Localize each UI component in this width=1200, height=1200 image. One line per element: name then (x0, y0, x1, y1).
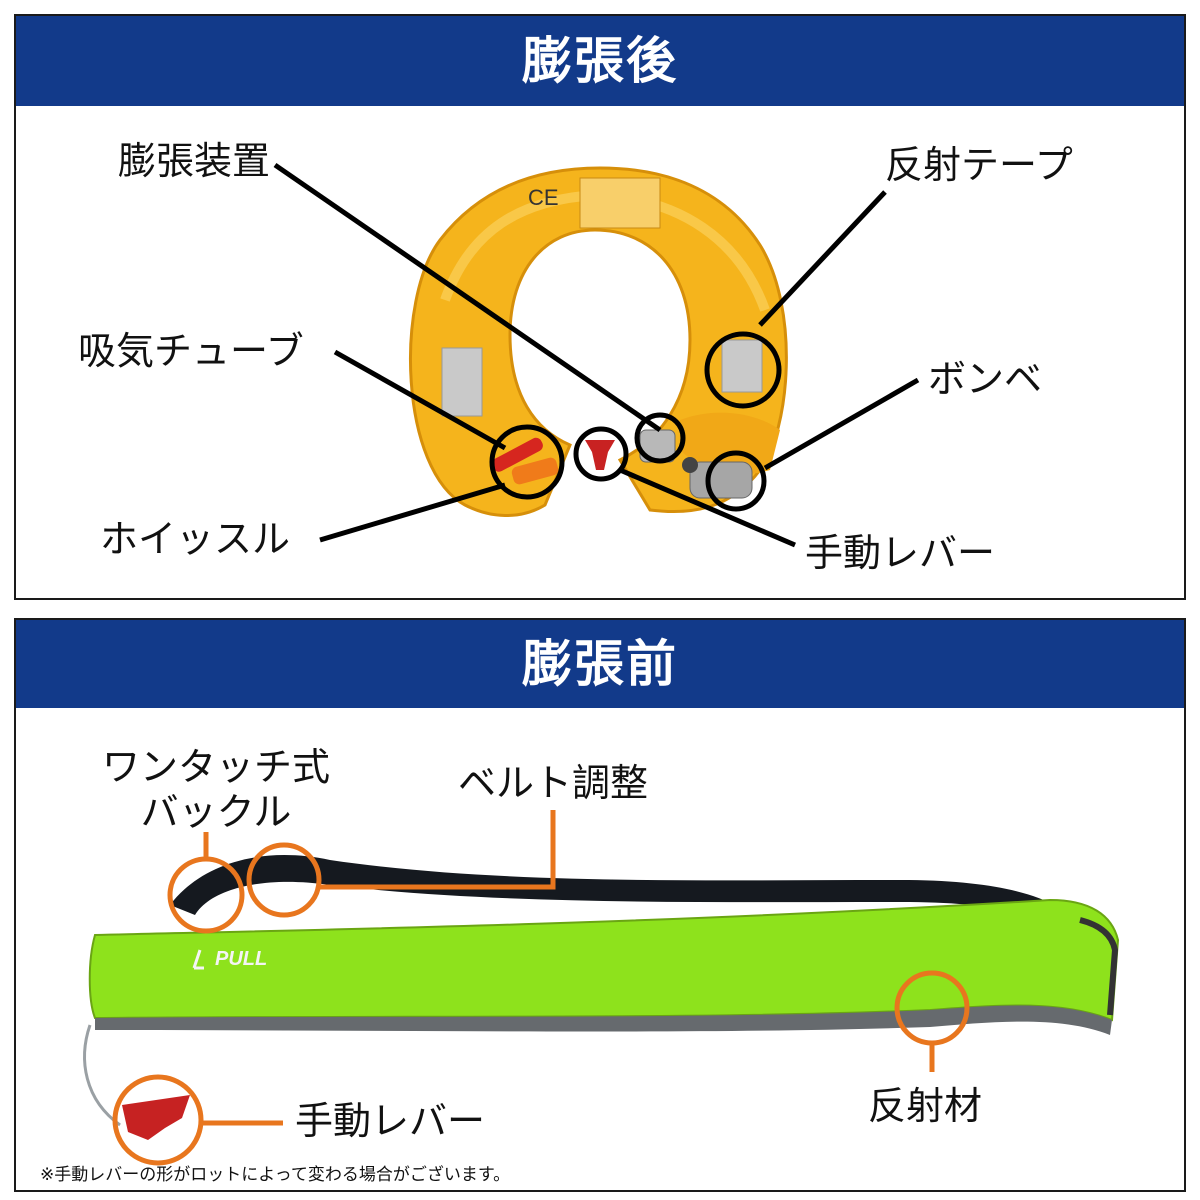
top-callouts (273, 162, 920, 548)
label-manual-lever-bottom: 手動レバー (295, 1099, 486, 1143)
belt-brand-print: PULL (215, 948, 267, 970)
after-inflation-panel: 膨張後 (14, 14, 1186, 600)
callout-oral-tube (489, 424, 565, 500)
label-manual-lever-top: 手動レバー (805, 531, 996, 575)
black-strap (170, 855, 1080, 945)
oral-tube-red (491, 437, 543, 472)
label-inflator: 膨張装置 (118, 139, 271, 183)
callout-manual-lever-top (573, 426, 629, 482)
vest-label-sticker (579, 177, 661, 229)
bottom-callouts (112, 810, 970, 1166)
callout-manual-lever-bottom (112, 1074, 204, 1166)
lever-cord (83, 1024, 121, 1127)
manual-lever-red-bottom (122, 1095, 190, 1140)
label-belt-adjust: ベルト調整 (458, 761, 649, 805)
ce-mark: CE (528, 185, 559, 210)
inflated-vest-illustration: CE (409, 166, 788, 517)
callout-belt-adjust (246, 842, 322, 918)
reflective-trim (95, 1005, 1112, 1035)
reflective-patch-right (721, 339, 763, 393)
callout-inflator (634, 412, 686, 464)
reflective-patch-left (441, 347, 483, 417)
label-whistle: ホイッスル (100, 517, 291, 561)
callout-cylinder (705, 450, 767, 512)
whistle-orange (511, 457, 559, 485)
callout-reflective-tape (704, 331, 782, 409)
cylinder-body (689, 461, 753, 499)
callout-buckle (167, 856, 245, 934)
after-inflation-title: 膨張後 (16, 16, 1184, 106)
label-buckle: ワンタッチ式 バックル (101, 745, 330, 834)
before-inflation-title: 膨張前 (16, 620, 1184, 708)
deflated-belt-illustration: PULL (83, 855, 1120, 1140)
footnote: ※手動レバーの形がロットによって変わる場合がございます。 (40, 1165, 511, 1185)
label-reflective-material: 反射材 (868, 1084, 983, 1128)
label-cylinder: ボンベ (928, 357, 1043, 401)
label-oral-tube: 吸気チューブ (78, 329, 304, 373)
manual-lever-red-top (585, 440, 615, 470)
label-reflective-tape: 反射テープ (885, 143, 1073, 187)
